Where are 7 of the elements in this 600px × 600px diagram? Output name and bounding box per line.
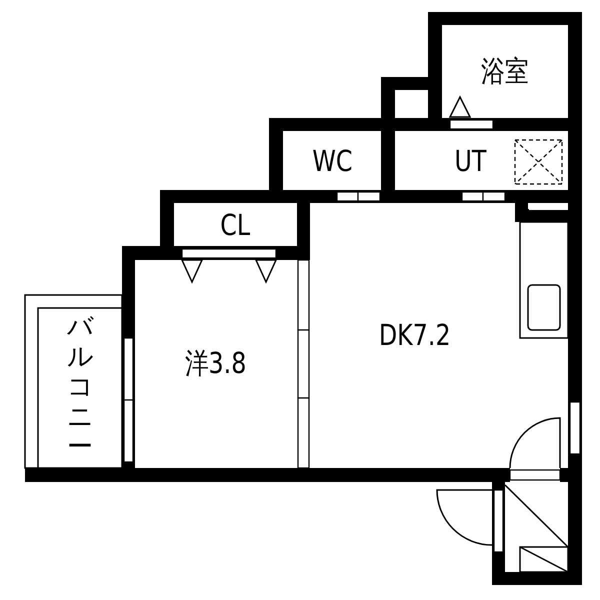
room-label: DK7.2 (379, 318, 451, 352)
room-label: UT (454, 144, 486, 178)
room-label: WC (312, 144, 352, 178)
room-label: バルコニー (67, 313, 93, 463)
room-label: 浴室 (481, 52, 529, 90)
room-label: CL (220, 208, 250, 242)
room-label: 洋3.8 (185, 345, 247, 382)
